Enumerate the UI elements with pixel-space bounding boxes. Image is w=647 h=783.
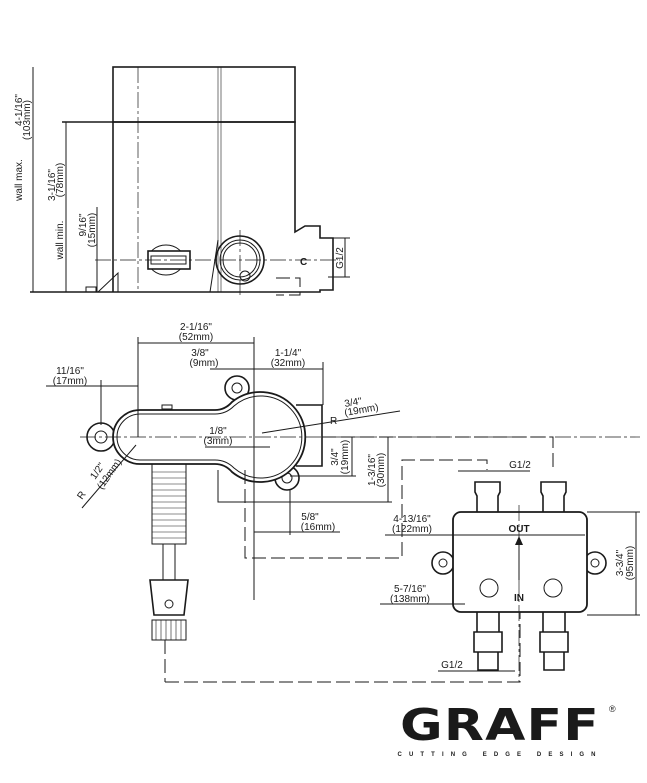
wall-min-mm: (78mm) [55,163,66,197]
box-height-mm: (95mm) [625,546,636,580]
side-view: wall max. 4-1/16" (103mm) wall min. 3-1/… [14,66,350,296]
pipe-routing [165,436,554,683]
width-mm: (52mm) [179,332,213,343]
d1-mm: (9mm) [190,358,219,369]
box-height-value: 3-3/4" [615,549,626,576]
d6-mm: (16mm) [301,522,335,533]
d5-mm: (30mm) [376,453,387,487]
offset-small-mm: (3mm) [204,436,233,447]
wall-min-label: wall min. [55,221,66,261]
radius-large-prefix: R [330,416,337,427]
d3-value: 11/16" [56,366,84,377]
svg-text:wall min.: wall min. [55,221,66,261]
offset-value: 9/16" [78,213,89,236]
d2-mm: (32mm) [271,358,305,369]
wall-max-value: 4-1/16" [14,94,25,126]
tagline: CUTTING EDGE DESIGN [398,752,603,758]
box-width-mm: (122mm) [392,524,432,535]
fitting-icon [473,481,569,671]
wall-max-mm: (103mm) [22,100,33,140]
out-label: OUT [508,524,529,535]
box-overall-mm: (138mm) [390,594,430,605]
svg-text:wall max.: wall max. [14,159,25,202]
box-overall-value: 5-7/16" [394,584,426,595]
logo-text: GRAFF [400,700,600,751]
valve-box: OUT IN 4-13/16" (122mm) 5-7/16" (138mm) … [380,460,640,682]
d4-value: 3/4" [330,448,341,466]
offset-small-value: 1/8" [209,426,227,437]
side-thread-label: G1/2 [335,247,346,269]
hose-icon [149,463,189,641]
in-label: IN [514,593,524,604]
top-view: 2-1/16" (52mm) 3/8" (9mm) 1-1/4" (32mm) … [46,322,640,682]
thread-bottom-label: G1/2 [441,660,463,671]
d6-value: 5/8" [301,512,319,523]
width-value: 2-1/16" [180,322,212,333]
d1-value: 3/8" [191,348,209,359]
registered-mark: ® [609,704,616,714]
d5-value: 1-3/16" [367,454,378,486]
offset-mm: (15mm) [87,213,98,247]
c-label: C [300,257,307,268]
d3-mm: (17mm) [53,376,87,387]
svg-text:(78mm): (78mm) [55,163,66,197]
svg-text:3-1/16": 3-1/16" [47,169,58,201]
box-width-value: 4-13/16" [393,514,431,525]
svg-text:(103mm): (103mm) [22,100,33,140]
wall-max-label: wall max. [14,159,25,202]
svg-text:4-1/16": 4-1/16" [14,94,25,126]
svg-text:9/16": 9/16" [78,213,89,236]
thread-top-label: G1/2 [509,460,531,471]
svg-text:(15mm): (15mm) [87,213,98,247]
d4-mm: (19mm) [340,440,351,474]
radius-small-prefix: R [75,489,88,501]
graff-logo: GRAFF ® CUTTING EDGE DESIGN [398,700,617,758]
wall-min-value: 3-1/16" [47,169,58,201]
radius-large-value: 3/4" [344,396,364,410]
d2-value: 1-1/4" [275,348,302,359]
